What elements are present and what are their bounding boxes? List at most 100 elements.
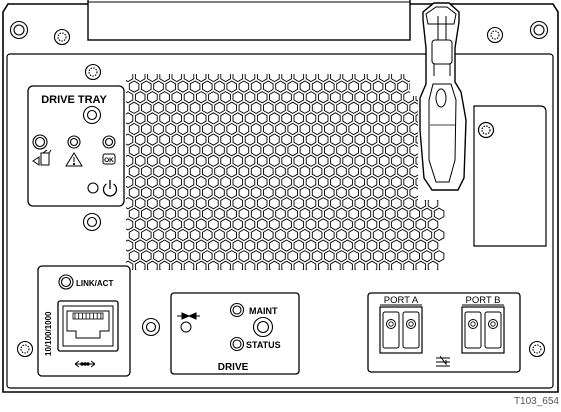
vent-hole [269,239,280,252]
status-label: STATUS [246,340,281,350]
vent-hole [354,133,366,146]
vent-hole [195,218,207,231]
vent-hole [153,186,164,199]
vent-hole [154,272,164,283]
vent-hole [147,175,158,189]
screw-icon [9,20,29,40]
vent-hole [360,80,372,93]
vent-hole [336,101,347,114]
vent-hole [281,218,292,231]
vent-hole [128,122,140,136]
vent-hole [360,228,372,242]
vent-hole [256,197,268,210]
port-b-connector[interactable] [461,306,505,354]
vent-hole [220,133,231,146]
vent-hole [391,197,402,210]
vent-hole [409,122,420,136]
vent-hole [275,228,286,242]
vent-hole [397,165,408,178]
vent-hole [269,197,280,210]
vent-hole [203,272,213,283]
vent-hole [281,175,292,189]
vent-hole [410,272,420,283]
vent-hole [281,91,292,104]
vent-hole [349,272,359,283]
vent-hole [238,144,250,157]
vent-hole [317,175,329,189]
vent-hole [348,228,359,242]
plate-screw-icon [477,121,495,139]
vent-hole [305,112,317,125]
vent-hole [208,260,219,270]
warning-triangle-icon [65,152,83,167]
vent-hole [171,239,183,252]
vent-hole [415,239,427,252]
vent-hole [269,218,280,231]
maint-label: MAINT [249,306,278,316]
vent-hole [189,207,201,220]
vent-hole [305,197,317,210]
vent-hole [305,260,317,270]
vent-hole [403,154,414,167]
vent-hole [147,74,158,83]
vent-hole [142,272,152,283]
locate-led [32,134,48,150]
vent-hole [348,186,359,199]
vent-hole [403,218,414,231]
vent-hole [293,218,305,231]
vent-hole [226,250,237,263]
vent-hole [177,144,189,157]
port-a-connector[interactable] [379,306,423,354]
vent-hole [220,91,231,104]
vent-hole [409,165,420,178]
vent-hole [141,80,152,93]
vent-hole [129,272,139,283]
ethernet-port[interactable] [57,300,119,352]
vent-hole [226,101,237,114]
vent-hole [141,228,152,242]
vent-hole [208,112,219,125]
vent-hole [128,101,140,114]
vent-hole [305,154,317,167]
vent-hole [126,91,134,104]
vent-hole [153,80,164,93]
vent-hole [427,197,439,210]
drive-module [170,292,300,375]
vent-hole [141,250,152,263]
vent-hole [287,165,298,178]
vent-hole [159,154,170,167]
vent-hole [342,260,353,270]
link-act-led [58,274,74,290]
fault-led [67,135,81,149]
vent-hole [378,218,390,231]
vent-hole [159,74,170,83]
vent-hole [147,218,158,231]
vent-hole [427,239,439,252]
vent-hole [269,260,280,270]
vent-hole [232,197,244,210]
vent-hole [177,228,189,242]
vent-hole [311,80,323,93]
vent-hole [415,74,427,83]
vent-hole [275,122,286,136]
vent-hole [263,80,274,93]
latch-lever [419,2,467,191]
vent-hole [159,133,170,146]
vent-hole [126,74,134,83]
drive-port[interactable] [252,316,274,338]
vent-hole [281,154,292,167]
vent-hole [153,207,164,220]
vent-hole [189,144,201,157]
vent-hole [288,272,298,283]
vent-hole [195,197,207,210]
vent-hole [128,207,140,220]
vent-hole [281,197,292,210]
vent-hole [250,165,262,178]
vent-hole [208,218,219,231]
vent-hole [226,228,237,242]
vent-hole [195,175,207,189]
vent-hole [373,272,383,283]
right-plate [473,105,547,247]
vent-hole [337,272,347,283]
vent-hole [385,101,396,114]
